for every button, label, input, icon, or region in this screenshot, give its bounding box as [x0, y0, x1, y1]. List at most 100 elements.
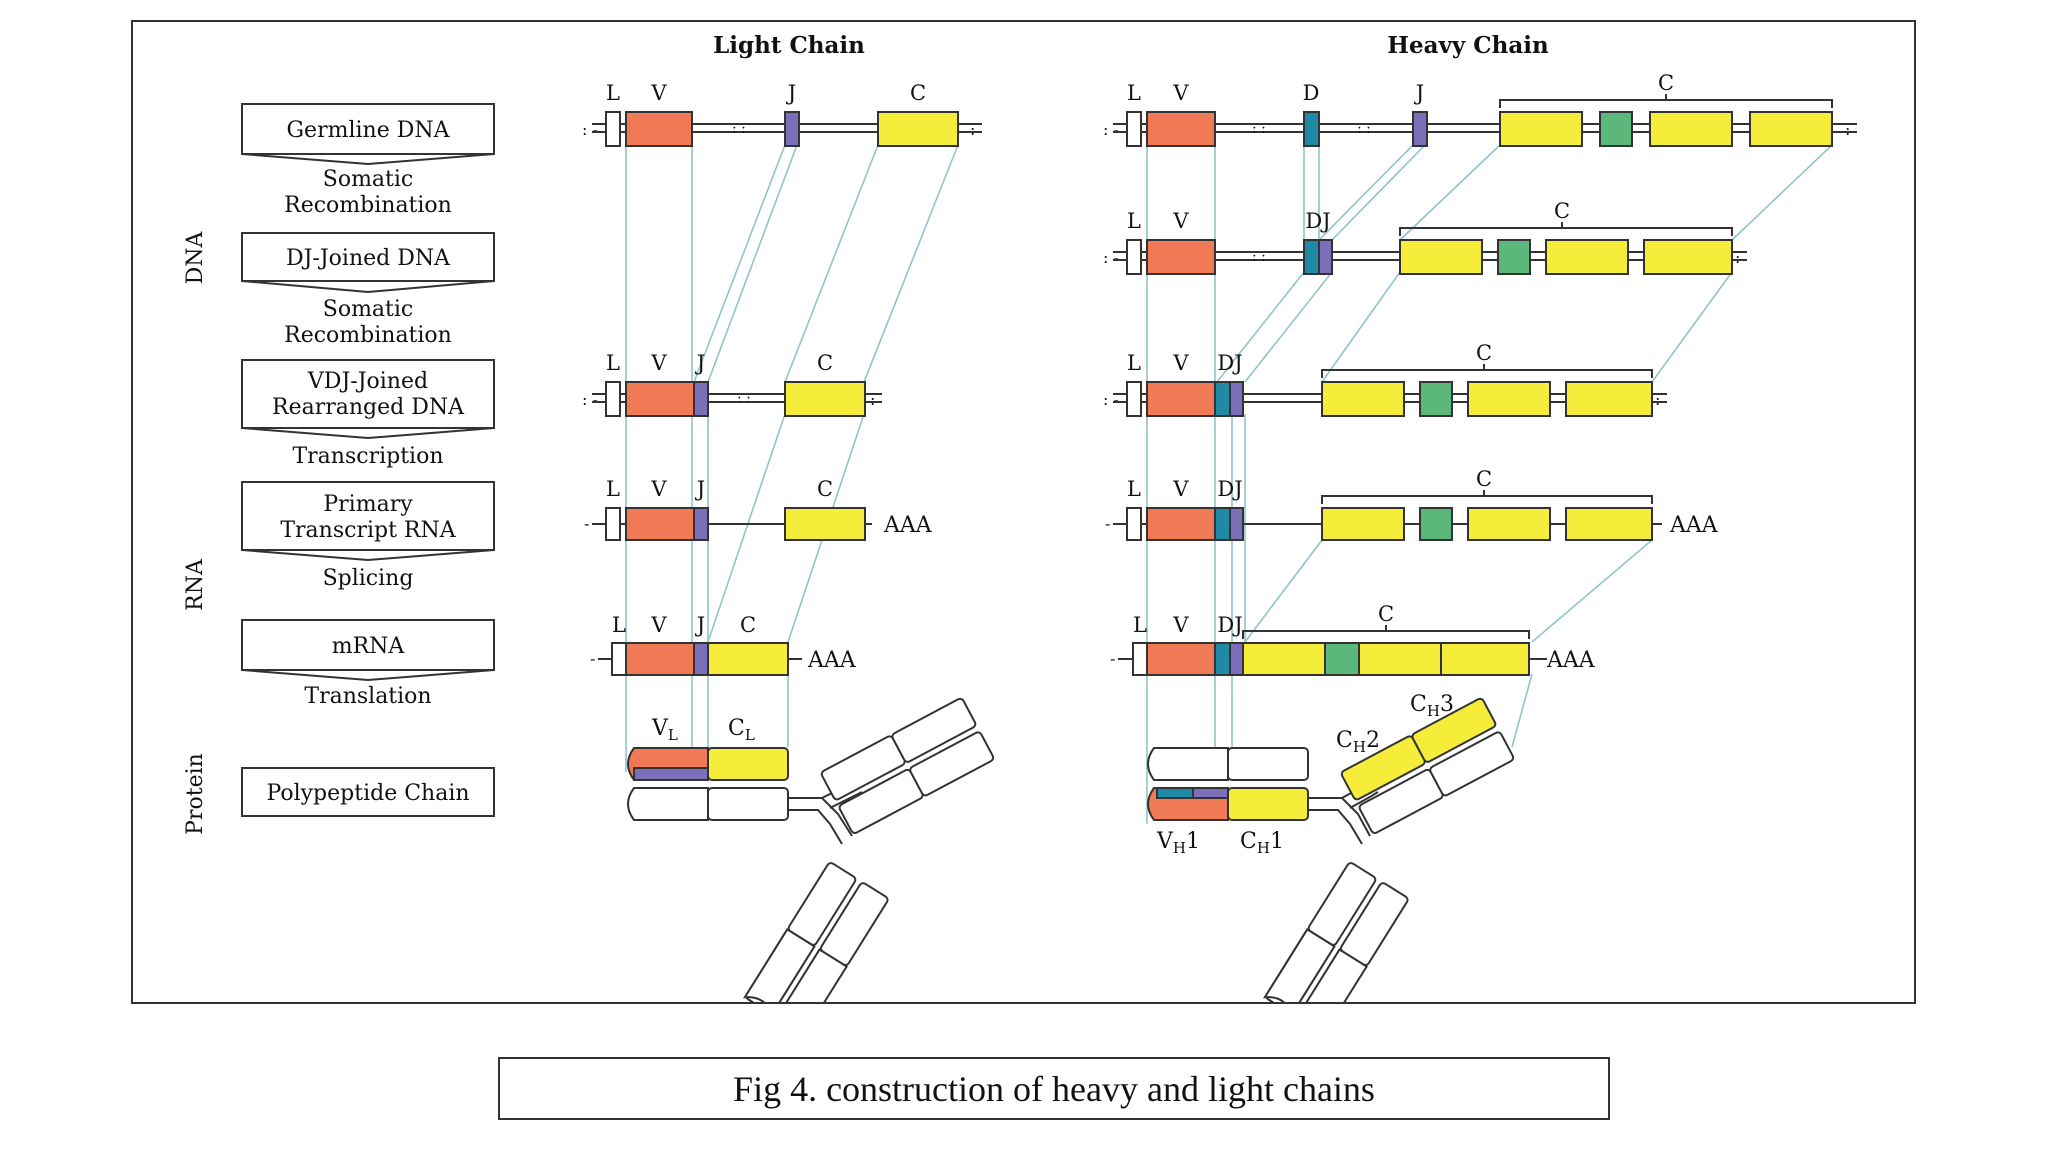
hc-r4-DJ: DJ [1217, 477, 1242, 501]
hc-r4-polyA: AAA [1669, 513, 1719, 538]
stage-primary-transcript: Primary Transcript RNA [241, 481, 495, 562]
hc-r1-V: V [1172, 81, 1189, 105]
rna-side-label: RNA [183, 558, 208, 611]
lc-r1-C: C [910, 81, 926, 105]
hc-r2-C: C [1554, 199, 1570, 223]
light-primary-transcript-row: - AAA L V J C [584, 477, 933, 541]
lc-r3-dots-right: : [870, 390, 875, 409]
light-mrna-row: - AAA L V J C [590, 613, 857, 676]
hc-r1-D: D [1303, 81, 1320, 105]
stage-mrna-label: mRNA [332, 634, 406, 659]
lc-r3-mid-dots: : : [737, 391, 751, 407]
hc-r3-L: L [1127, 351, 1141, 375]
stage-vdj-label-a: VDJ-Joined [307, 369, 428, 394]
hc-r1-J: J [1414, 81, 1424, 105]
stage-mrna: mRNA [241, 619, 495, 682]
stage-primary-label-b: Transcript RNA [280, 518, 456, 543]
figure-frame: .box { stroke:#333; stroke-width:2; } .s… [131, 20, 1916, 1004]
light-germline-row: : - : : : L V J C [582, 81, 982, 147]
stage-dj-joined-dna: DJ-Joined DNA [241, 232, 495, 294]
figure-caption: Fig 4. construction of heavy and light c… [498, 1057, 1610, 1120]
lc-r5-L: L [612, 613, 626, 637]
lc-r4-polyA: AAA [883, 513, 933, 538]
hc-r5-polyA: AAA [1546, 648, 1596, 673]
stage-germline-dna: Germline DNA [241, 103, 495, 166]
hc-r5-V: V [1172, 613, 1189, 637]
hc-r5-DJ: DJ [1217, 613, 1242, 637]
hc-r2-L: L [1127, 209, 1141, 233]
stage-germline-label: Germline DNA [286, 118, 450, 143]
hc-r2-DJ: DJ [1305, 209, 1330, 233]
heavy-chain-title: Heavy Chain [1387, 32, 1549, 59]
hc-r3-dots-left: : - [1103, 390, 1119, 409]
heavy-mrna-row: - AAA L V DJ C [1110, 602, 1596, 676]
stage-dj-joined-label: DJ-Joined DNA [286, 246, 451, 271]
hc-r4-dash-left: - [1105, 514, 1110, 533]
stage-vdj-label-b: Rearranged DNA [272, 395, 465, 420]
somatic-recomb-1b: Recombination [284, 193, 452, 218]
stage-vdj-joined-dna: VDJ-Joined Rearranged DNA [241, 359, 495, 440]
lc-r4-V: V [650, 477, 667, 501]
ch3-label: CH3 [1410, 692, 1454, 720]
lc-r4-C: C [817, 477, 833, 501]
hc-r4-L: L [1127, 477, 1141, 501]
lc-r3-J: J [695, 351, 705, 375]
lc-r5-dash-left: - [590, 649, 595, 668]
lc-r1-dots-right: : [970, 120, 975, 139]
lc-r1-J: J [786, 81, 796, 105]
stage-polypeptide-label: Polypeptide Chain [266, 781, 469, 806]
splicing-label: Splicing [323, 566, 414, 591]
protein-side-label: Protein [183, 753, 208, 835]
lc-r1-mid-dots: : : [732, 121, 746, 137]
hc-r1-L: L [1127, 81, 1141, 105]
lc-r1-V: V [650, 81, 667, 105]
somatic-recomb-2a: Somatic [323, 297, 414, 322]
cl-label: CL [728, 716, 755, 744]
hc-r2-dots-right: : [1735, 248, 1740, 267]
heavy-vdj-joined-row: : - : L V DJ C [1103, 341, 1667, 417]
vl-label: VL [651, 716, 678, 744]
hc-r1-dots-right: : [1845, 120, 1850, 139]
lc-r3-V: V [650, 351, 667, 375]
lc-r3-dots-left: : - [582, 390, 598, 409]
lc-r5-polyA: AAA [807, 648, 857, 673]
lc-r5-C: C [740, 613, 756, 637]
hc-r2-V: V [1172, 209, 1189, 233]
heavy-dj-joined-row: : - : : : L V DJ C [1103, 199, 1747, 275]
dna-side-label: DNA [183, 231, 208, 285]
light-vj-joined-row: : - : : : L V J C [582, 351, 882, 417]
hc-r4-V: V [1172, 477, 1189, 501]
heavy-chain-antibody: VH1 CH1 CH2 CH3 [1147, 692, 1515, 1002]
hc-r1-mid-dots-a: : : [1252, 121, 1266, 137]
light-chain-guides [625, 144, 959, 772]
light-chain-antibody: VL CL [627, 697, 995, 1002]
lc-r4-dash-left: - [584, 514, 589, 533]
hc-r5-L: L [1133, 613, 1147, 637]
ch1-label: CH1 [1240, 829, 1284, 857]
lc-r3-L: L [606, 351, 620, 375]
hc-r2-mid-dots: : : [1252, 249, 1266, 265]
light-chain-title: Light Chain [713, 32, 865, 59]
lc-r5-V: V [650, 613, 667, 637]
hc-r5-C: C [1378, 602, 1394, 626]
heavy-primary-transcript-row: - AAA L V DJ C [1105, 467, 1719, 541]
vh1-label: VH1 [1156, 829, 1200, 857]
hc-r2-dots-left: : - [1103, 248, 1119, 267]
hc-r1-mid-dots-b: : : [1357, 121, 1371, 137]
heavy-germline-row: : - : : : : : L V D J C [1103, 71, 1857, 147]
antibody-gene-diagram: .box { stroke:#333; stroke-width:2; } .s… [183, 32, 1857, 1002]
translation-label: Translation [304, 684, 431, 709]
stage-primary-label-a: Primary [323, 492, 413, 517]
hc-r1-C: C [1658, 71, 1674, 95]
lc-r1-L: L [606, 81, 620, 105]
lc-r4-J: J [695, 477, 705, 501]
lc-r5-J: J [695, 613, 705, 637]
hc-r3-DJ: DJ [1217, 351, 1242, 375]
stage-polypeptide: Polypeptide Chain [241, 767, 495, 817]
lc-r1-dots-left: : - [582, 120, 598, 139]
lc-r3-C: C [817, 351, 833, 375]
hc-r3-C: C [1476, 341, 1492, 365]
lc-r4-L: L [606, 477, 620, 501]
hc-r3-dots-right: : [1655, 390, 1660, 409]
somatic-recomb-2b: Recombination [284, 323, 452, 348]
